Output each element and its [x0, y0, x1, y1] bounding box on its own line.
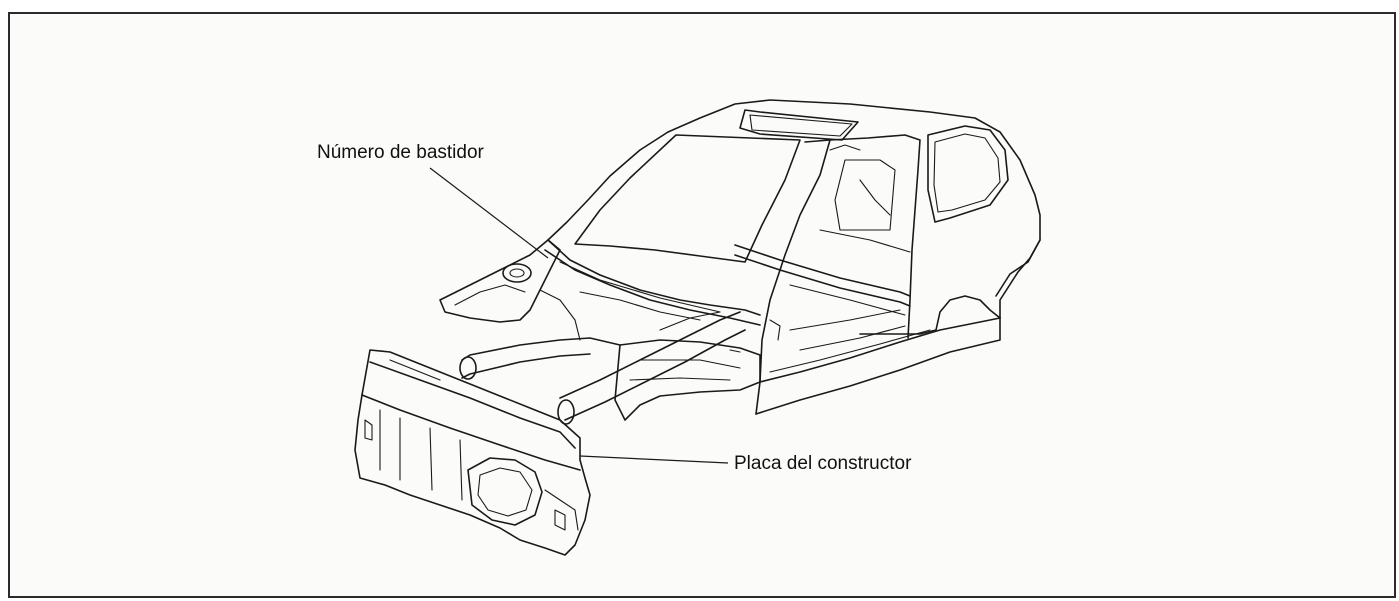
rear-side-window: [927, 125, 1009, 223]
right-rail-end: [557, 399, 575, 425]
radiator-core-support: [354, 349, 591, 556]
right-inner-fender: [614, 339, 761, 421]
left-inner-fender: [439, 239, 561, 323]
windshield-opening: [574, 134, 801, 263]
figure-frame: [8, 12, 1396, 598]
left-rail-end: [459, 356, 477, 380]
vin-location-label: Número de bastidor: [317, 142, 484, 163]
plate-leader-line: [579, 455, 729, 464]
maker-plate-label: Placa del constructor: [734, 453, 912, 474]
car-body-shell: [439, 99, 1041, 425]
vin-leader-line: [429, 167, 549, 259]
strut-tower: [502, 263, 532, 283]
fan-opening: [467, 457, 543, 526]
